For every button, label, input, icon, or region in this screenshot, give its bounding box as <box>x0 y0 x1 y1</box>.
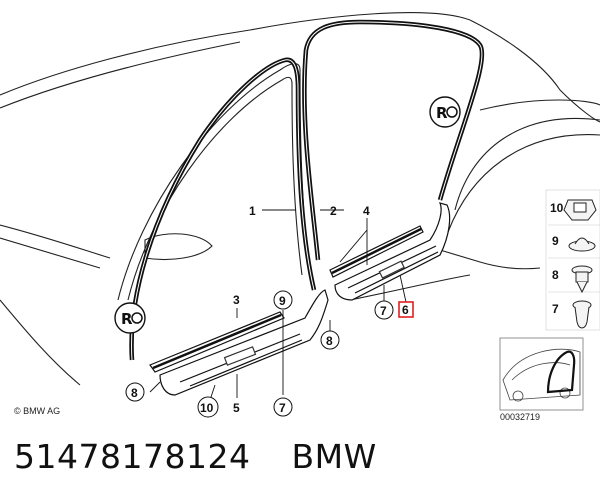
part-number: 51478178124 <box>14 437 251 476</box>
callout-5: 5 <box>233 401 240 415</box>
clip-push-nut-icon <box>563 199 597 221</box>
legend-item-10: 10 <box>550 199 597 221</box>
callout-3: 3 <box>233 293 240 307</box>
svg-text:9: 9 <box>552 234 559 248</box>
parts-diagram: R R 1 2 4 3 9 8 <box>0 12 600 422</box>
svg-text:10: 10 <box>550 201 564 215</box>
callout-8: 8 <box>125 382 145 402</box>
svg-text:10: 10 <box>200 401 214 415</box>
part-footer: 51478178124 BMW <box>14 437 377 487</box>
callout-7: 7 <box>273 397 293 417</box>
clip-expanding-rivet-icon <box>571 265 593 294</box>
callout-10: 10 <box>197 396 219 418</box>
svg-text:R: R <box>121 310 133 328</box>
svg-text:2: 2 <box>330 204 337 218</box>
callout-6-highlighted: 6 <box>398 301 414 318</box>
svg-text:8: 8 <box>326 334 333 348</box>
svg-text:4: 4 <box>363 204 370 218</box>
copyright-label: © BMW AG <box>14 406 60 416</box>
callout-9: 9 <box>273 290 293 310</box>
fastener-legend: 10 9 8 7 <box>545 189 600 331</box>
svg-text:7: 7 <box>279 401 286 415</box>
rear-sill-strip <box>329 225 424 278</box>
clip-round-cap-icon <box>568 237 596 252</box>
svg-text:8: 8 <box>131 386 138 400</box>
legend-item-8: 8 <box>552 265 593 294</box>
svg-text:5: 5 <box>233 401 240 415</box>
svg-text:7: 7 <box>552 302 559 316</box>
svg-text:8: 8 <box>552 268 559 282</box>
callout-2: 2 <box>330 204 337 218</box>
callout-8: 8 <box>320 330 340 350</box>
warning-label-icon: R <box>114 302 146 334</box>
front-sill-strip <box>149 311 285 373</box>
svg-text:3: 3 <box>233 293 240 307</box>
callout-1: 1 <box>249 204 256 218</box>
svg-text:R: R <box>436 104 448 122</box>
front-entrance-cover <box>159 289 329 396</box>
warning-label-icon: R <box>429 96 461 128</box>
image-number: 00032719 <box>500 412 540 422</box>
legend-item-9: 9 <box>552 234 596 252</box>
rear-entrance-cover <box>334 202 451 301</box>
legend-item-7: 7 <box>552 300 592 329</box>
clip-plug-icon <box>572 300 592 329</box>
rear-door-seal <box>302 19 485 261</box>
front-door-seal <box>129 57 317 361</box>
callout-7: 7 <box>374 300 394 320</box>
svg-text:9: 9 <box>279 294 286 308</box>
vehicle-thumbnail: 00032719 <box>499 337 584 422</box>
callout-4: 4 <box>363 204 370 218</box>
svg-text:7: 7 <box>380 304 387 318</box>
svg-text:6: 6 <box>402 303 409 317</box>
brand-label: BMW <box>291 437 377 476</box>
leader-lines <box>149 209 407 401</box>
svg-text:1: 1 <box>249 204 256 218</box>
